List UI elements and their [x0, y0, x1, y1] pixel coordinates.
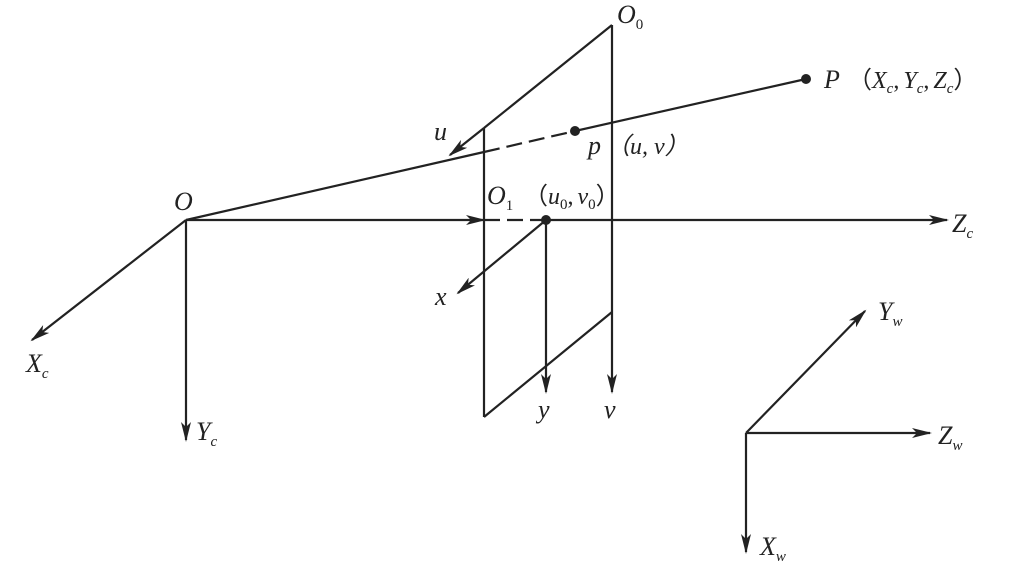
- ray-dashed-segment: [483, 129, 576, 154]
- point-P: [801, 74, 811, 84]
- label-P: P: [823, 65, 840, 94]
- label-u: u: [434, 117, 447, 146]
- label-Zw: Zw: [938, 421, 962, 454]
- label-O1: O1: [487, 181, 513, 214]
- xc-axis-arrow: [30, 219, 187, 342]
- label-x: x: [434, 282, 447, 311]
- label-y: y: [535, 395, 550, 424]
- label-Yw: Yw: [878, 297, 902, 330]
- image-plane-bottom-edge: [483, 311, 613, 418]
- x-axis-arrow: [456, 219, 547, 295]
- label-Xw: Xw: [759, 532, 786, 565]
- label-p-coords: （u, v）: [606, 133, 689, 160]
- ray-o-to-plane: [185, 150, 485, 222]
- label-v: v: [604, 395, 616, 424]
- label-Xc: Xc: [25, 349, 49, 382]
- label-P-coords: （Xc,Yc,Zc）: [848, 68, 977, 97]
- image-plane-top-edge: [483, 24, 613, 129]
- label-Yc: Yc: [196, 417, 217, 450]
- u-axis-arrow: [448, 127, 485, 157]
- label-O1-coords: （u0,v0）: [524, 184, 620, 213]
- yw-axis-arrow: [745, 309, 867, 434]
- label-O0: O0: [617, 0, 643, 33]
- ray-to-point-p: [574, 77, 807, 133]
- point-p: [570, 126, 580, 136]
- label-Zc: Zc: [952, 209, 973, 242]
- label-O: O: [174, 187, 193, 216]
- image-plane: [482, 24, 617, 418]
- label-p: p: [586, 131, 601, 160]
